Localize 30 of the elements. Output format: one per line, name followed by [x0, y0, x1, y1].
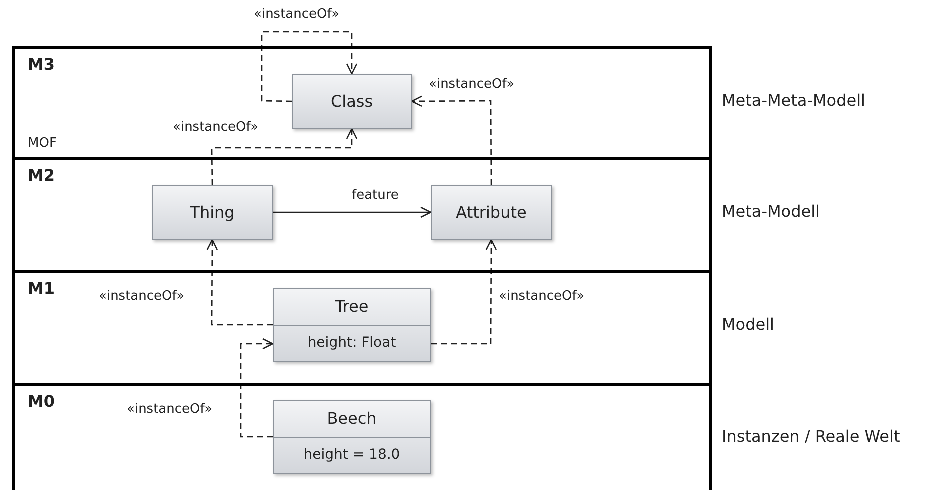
- layer-label: M1: [28, 279, 56, 298]
- class-box: [273, 400, 431, 474]
- layer-band: [12, 383, 712, 490]
- layer-label: M3: [28, 55, 56, 74]
- attribute-text: height = 18.0: [274, 436, 430, 473]
- dashed-arrow: [206, 239, 273, 326]
- dashed-arrow: [431, 239, 498, 345]
- layer-caption: Instanzen / Reale Welt: [722, 427, 900, 446]
- layer-caption: Meta-Modell: [722, 202, 820, 221]
- dashed-arrow: [240, 338, 274, 438]
- class-name: Beech: [326, 408, 378, 430]
- layer-label: M0: [28, 392, 56, 411]
- dashed-arrow: [411, 96, 492, 185]
- class-box: [152, 185, 273, 240]
- layer-caption: Modell: [722, 315, 774, 334]
- class-box: [273, 288, 431, 362]
- class-name: Tree: [334, 296, 370, 318]
- dashed-arrow: [261, 31, 358, 102]
- class-name: Class: [330, 91, 374, 113]
- dashed-arrow: [211, 128, 358, 185]
- layer-band: [12, 157, 712, 270]
- class-box: [292, 74, 412, 129]
- class-name: Attribute: [455, 202, 528, 224]
- layer-note: MOF: [28, 136, 57, 151]
- layer-caption: Meta-Meta-Modell: [722, 91, 866, 110]
- class-name: Thing: [189, 202, 236, 224]
- arrow: [273, 206, 432, 218]
- attribute-text: height: Float: [274, 324, 430, 361]
- class-box: [431, 185, 552, 240]
- layer-label: M2: [28, 166, 56, 185]
